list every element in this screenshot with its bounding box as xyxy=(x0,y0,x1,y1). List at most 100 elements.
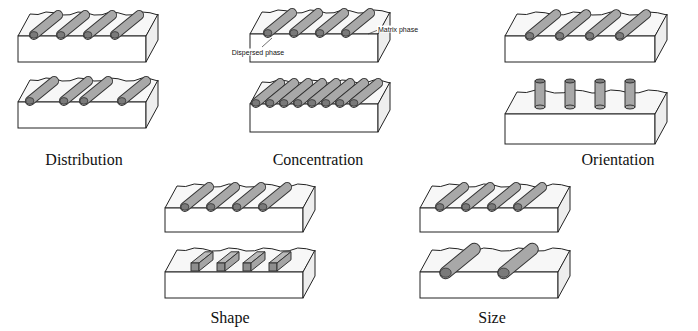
fiber-end xyxy=(266,100,274,107)
fiber-outline xyxy=(268,13,292,33)
fiber-body xyxy=(237,187,261,207)
fiber-end xyxy=(440,268,451,277)
slab-front-face xyxy=(18,36,146,62)
slab-side-face xyxy=(303,250,315,298)
fiber-outline xyxy=(294,13,318,33)
fiber-outline xyxy=(354,83,378,103)
fiber-outline xyxy=(446,249,475,272)
slab-side-face xyxy=(655,92,667,144)
figure-caption: Size xyxy=(478,309,506,327)
fiber-end xyxy=(80,98,88,105)
fiber-end xyxy=(322,100,330,107)
upright-fiber-body xyxy=(535,81,545,107)
fiber-body xyxy=(185,187,209,207)
fiber-body xyxy=(294,13,318,33)
fiber-outline xyxy=(115,15,139,35)
slab-front-face xyxy=(505,114,655,144)
fiber-end xyxy=(294,100,302,107)
prism-side xyxy=(199,252,213,271)
fiber-body xyxy=(61,15,85,35)
fiber-end xyxy=(616,32,624,39)
fiber-end xyxy=(57,32,65,39)
slab-top-face xyxy=(420,248,570,272)
fiber-outline xyxy=(518,187,542,207)
phase-label: Dispersed phase xyxy=(231,49,286,56)
fiber-outline xyxy=(237,187,261,207)
upright-fiber-base xyxy=(565,105,575,109)
fiber-end xyxy=(514,204,522,211)
fiber-outline xyxy=(590,14,616,36)
fiber-outline xyxy=(320,13,344,33)
fiber-outline xyxy=(263,187,287,207)
fiber-end xyxy=(84,32,92,39)
fiber-body xyxy=(211,187,235,207)
upright-fiber-body xyxy=(565,81,575,107)
upright-fiber-top xyxy=(535,79,545,83)
fiber-outline xyxy=(61,15,85,35)
fiber-body xyxy=(446,249,475,272)
figure-caption: Concentration xyxy=(273,151,364,169)
fiber-outline xyxy=(560,14,586,36)
fiber-outline xyxy=(504,249,533,272)
upright-fiber-base xyxy=(535,105,545,109)
fiber-end xyxy=(290,30,298,37)
fiber-end xyxy=(264,30,272,37)
fiber-end xyxy=(181,204,189,211)
fiber-end xyxy=(26,98,34,105)
fiber-end xyxy=(342,30,350,37)
fiber-body xyxy=(122,81,146,101)
prism-front xyxy=(243,263,251,271)
prism-side xyxy=(251,252,265,271)
fiber-body xyxy=(268,13,292,33)
fiber-outline xyxy=(620,14,646,36)
fiber-end xyxy=(488,204,496,211)
upright-fiber-top xyxy=(625,79,635,83)
fiber-outline xyxy=(122,81,146,101)
fiber-body xyxy=(466,187,490,207)
fiber-outline xyxy=(440,187,464,207)
fiber-outline xyxy=(211,187,235,207)
fiber-body xyxy=(504,249,533,272)
fiber-body xyxy=(518,187,542,207)
fiber-body xyxy=(440,187,464,207)
fiber-end xyxy=(118,98,126,105)
fiber-end xyxy=(252,100,260,107)
fiber-body xyxy=(30,81,54,101)
fiber-end xyxy=(436,204,444,211)
fiber-body xyxy=(530,14,556,36)
fiber-end xyxy=(308,100,316,107)
fiber-end xyxy=(316,30,324,37)
fiber-end xyxy=(259,204,267,211)
fiber-outline xyxy=(30,81,54,101)
prism-front xyxy=(217,263,225,271)
fiber-end xyxy=(30,32,38,39)
slab-side-face xyxy=(378,82,390,132)
leader-line xyxy=(262,38,272,47)
fiber-body xyxy=(320,13,344,33)
slab-front-face xyxy=(250,104,378,132)
slab-side-face xyxy=(303,186,315,232)
fiber-end xyxy=(111,32,119,39)
slab-front-face xyxy=(165,272,303,298)
fiber-end xyxy=(556,32,564,39)
fiber-body xyxy=(88,15,112,35)
upright-fiber-body xyxy=(595,81,605,107)
prism-front xyxy=(191,263,199,271)
slab-top-face xyxy=(165,248,315,272)
fiber-outline xyxy=(88,15,112,35)
fiber-outline xyxy=(34,15,58,35)
slab-side-face xyxy=(146,14,158,62)
fiber-body xyxy=(354,83,378,103)
prism-side xyxy=(225,252,239,271)
figure-caption: Shape xyxy=(210,309,249,327)
fiber-end xyxy=(462,204,470,211)
fiber-end xyxy=(350,100,358,107)
slab-side-face xyxy=(146,80,158,128)
fiber-end xyxy=(60,98,68,105)
upright-fiber-base xyxy=(625,105,635,109)
upright-fiber-body xyxy=(625,81,635,107)
phase-label: Matrix phase xyxy=(377,26,419,33)
fiber-outline xyxy=(466,187,490,207)
slab-side-face xyxy=(378,12,390,62)
